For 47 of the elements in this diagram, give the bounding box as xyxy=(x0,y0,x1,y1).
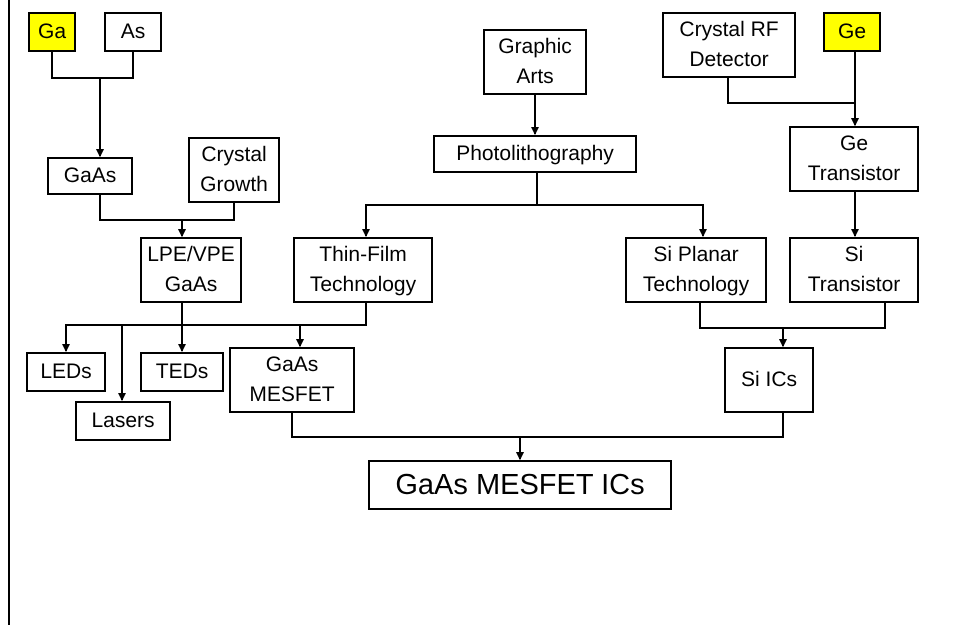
box-label: TEDs xyxy=(156,358,208,385)
process-box xyxy=(140,352,224,392)
process-box xyxy=(188,137,280,203)
arrow xyxy=(536,173,707,237)
process-box xyxy=(26,352,106,392)
box-label: Ge xyxy=(838,18,866,45)
box-label: LPE/VPE GaAs xyxy=(146,242,236,298)
process-box xyxy=(483,29,587,95)
box-label: LEDs xyxy=(40,358,92,385)
box-label: Si Planar Technology xyxy=(642,242,750,298)
process-box xyxy=(724,347,814,413)
box-label: Photolithography xyxy=(456,140,614,167)
process-box xyxy=(75,401,171,441)
box-label: GaAs MESFET ICs xyxy=(395,468,645,503)
process-box xyxy=(789,126,919,192)
arrow xyxy=(96,52,134,157)
arrow xyxy=(178,203,235,237)
box-label: Si ICs xyxy=(740,366,797,393)
box-label: Si Transistor xyxy=(806,242,902,298)
box-label: Thin-Film Technology xyxy=(308,242,418,298)
process-box xyxy=(47,157,133,195)
box-label: Crystal RF Detector xyxy=(678,16,780,73)
process-box xyxy=(229,347,355,413)
process-box xyxy=(28,12,76,52)
process-box xyxy=(662,12,796,78)
process-box xyxy=(433,135,637,173)
box-label: GaAs xyxy=(64,162,116,189)
box-label: Ga xyxy=(38,18,66,45)
arrow xyxy=(851,192,859,237)
box-label: Ge Transistor xyxy=(806,130,902,187)
process-box xyxy=(368,460,672,510)
box-label: As xyxy=(120,18,146,45)
process-box xyxy=(293,237,433,303)
arrow xyxy=(779,303,886,347)
process-box xyxy=(140,237,242,303)
process-box xyxy=(789,237,919,303)
arrow xyxy=(531,95,539,135)
arrow xyxy=(296,303,367,347)
arrow xyxy=(516,413,784,460)
box-label: GaAs MESFET xyxy=(248,352,336,408)
box-label: Lasers xyxy=(91,408,155,434)
arrow xyxy=(851,52,859,126)
box-label: Crystal Growth xyxy=(199,142,269,198)
box-label: Graphic Arts xyxy=(497,34,573,90)
process-box xyxy=(104,12,162,52)
process-box xyxy=(625,237,767,303)
process-box xyxy=(823,12,881,52)
